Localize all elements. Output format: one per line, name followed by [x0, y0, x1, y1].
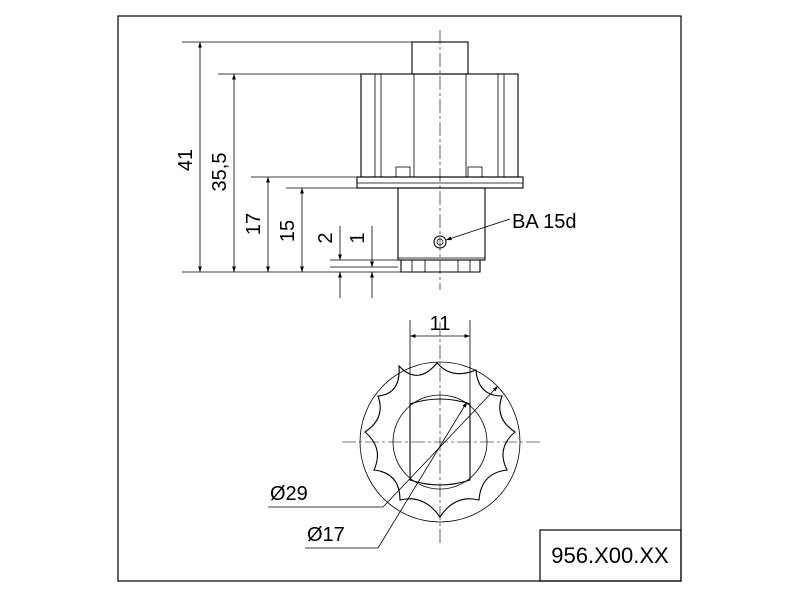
clip-left	[395, 166, 411, 178]
main-housing	[360, 73, 519, 178]
dim-overall-height: 41	[175, 149, 197, 171]
base-callout-label: BA 15d	[512, 211, 577, 233]
dim-body-height: 35,5	[209, 153, 231, 192]
dim-pin-offset-2: 2	[315, 232, 337, 243]
dim-base-height: 15	[277, 220, 299, 242]
dim-outer-diameter: Ø29	[270, 483, 308, 505]
side-view: 41 35,5 17 15 2 1 BA 15d	[175, 30, 577, 298]
drawing-frame	[117, 15, 682, 582]
center-slot	[409, 398, 471, 486]
dim-inner-diameter: Ø17	[307, 524, 345, 546]
part-number: 956.X00.XX	[551, 543, 669, 568]
inner-diameter-circle	[392, 394, 488, 490]
bayonet-pin	[433, 235, 447, 249]
bayonet-base	[397, 187, 486, 261]
base-callout-leader	[445, 218, 511, 241]
base-contacts	[400, 260, 481, 273]
dim-top-width: 11	[430, 313, 451, 335]
dim-flange-height: 17	[243, 213, 265, 235]
clip-right	[467, 166, 483, 178]
top-view: 11 Ø29 Ø17	[268, 313, 540, 549]
outer-scalloped-contour	[364, 362, 516, 518]
title-block	[539, 529, 682, 582]
outer-diameter-circle	[359, 361, 521, 523]
dim-pin-offset-1: 1	[347, 232, 369, 243]
